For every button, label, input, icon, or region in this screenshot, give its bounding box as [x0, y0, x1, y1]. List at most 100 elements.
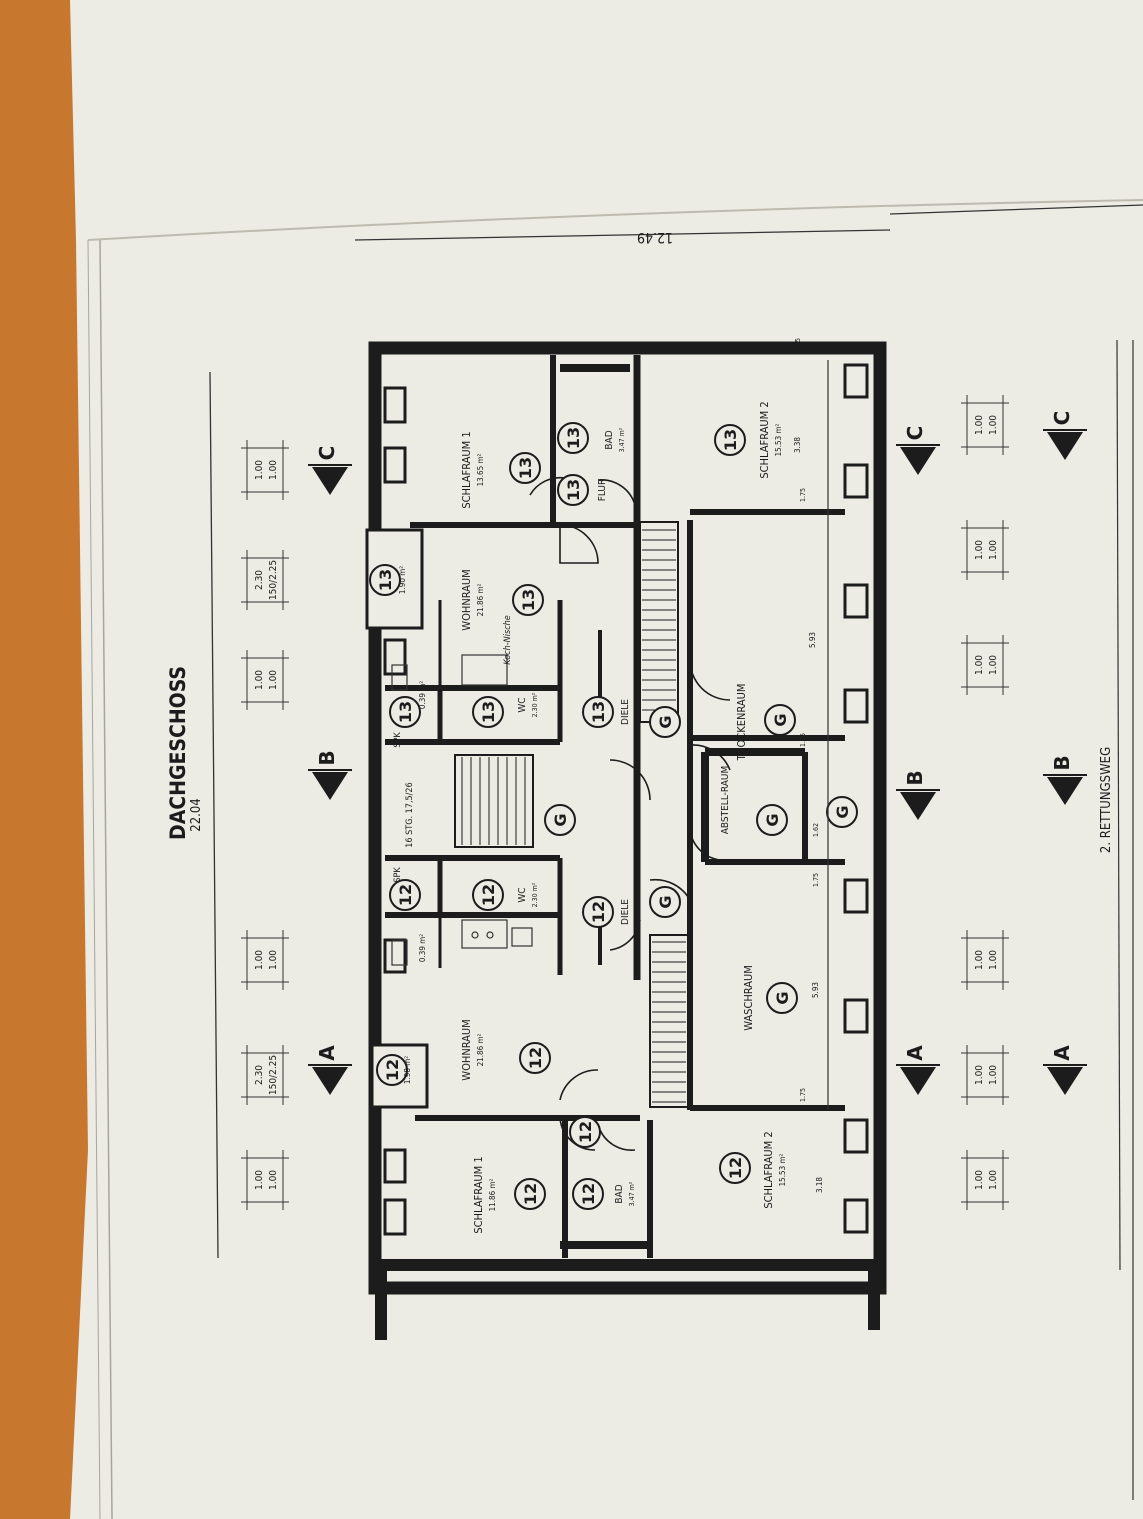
unit-marker: G — [764, 704, 796, 736]
svg-text:1.00: 1.00 — [974, 950, 985, 970]
unit-number: 12 — [526, 1047, 545, 1069]
svg-text:B: B — [1050, 755, 1074, 770]
room-name: ABSTELL-RAUM — [720, 766, 731, 834]
unit-marker: 12 — [376, 1054, 408, 1086]
unit-number: G — [763, 813, 782, 826]
unit-number: 12 — [479, 884, 498, 906]
svg-text:1.00: 1.00 — [254, 460, 265, 480]
room-name: DIELE — [620, 699, 631, 725]
svg-text:1.00: 1.00 — [268, 460, 279, 480]
unit-marker: G — [649, 886, 681, 918]
unit-number: G — [656, 715, 675, 728]
room-label: WASCHRAUM — [742, 965, 755, 1031]
unit-marker: 13 — [369, 564, 401, 596]
room-area: 1.90 m² — [398, 566, 407, 594]
unit-marker: 12 — [519, 1042, 551, 1074]
paper-border-left-2 — [87, 239, 101, 1519]
svg-text:1.00: 1.00 — [974, 540, 985, 560]
svg-text:1.00: 1.00 — [254, 950, 265, 970]
svg-text:A: A — [1050, 1045, 1074, 1061]
svg-text:1.00: 1.00 — [988, 1170, 999, 1190]
plan-title: DACHGESCHOSS — [166, 666, 190, 840]
room-name: WASCHRAUM — [742, 965, 755, 1031]
svg-text:1.00: 1.00 — [268, 950, 279, 970]
room-name: SCHLAFRAUM 2 — [762, 1131, 775, 1208]
section-marker: A — [1043, 1045, 1087, 1095]
unit-marker: 13 — [557, 474, 589, 506]
unit-marker: 12 — [514, 1178, 546, 1210]
unit-marker: 12 — [389, 879, 421, 911]
room-label: SPK — [393, 732, 403, 748]
unit-marker: 13 — [512, 584, 544, 616]
svg-text:1.00: 1.00 — [268, 670, 279, 690]
svg-text:A: A — [903, 1045, 927, 1061]
section-marker: C — [896, 426, 940, 475]
unit-marker: 12 — [719, 1152, 751, 1184]
unit-number: G — [771, 713, 790, 726]
svg-text:1.00: 1.00 — [254, 670, 265, 690]
unit-marker: G — [649, 706, 681, 738]
top-dim-line-2 — [889, 204, 1143, 215]
svg-text:1.00: 1.00 — [988, 1065, 999, 1085]
room-name: WOHNRAUM — [460, 1019, 473, 1080]
unit-number: G — [551, 813, 570, 826]
interior-dimension: 5.93 — [808, 632, 817, 648]
room-area: 15.53 m² — [774, 423, 783, 456]
room-area: 1.98 m² — [403, 1056, 412, 1084]
height-dimension: 3.65 — [794, 338, 802, 352]
unit-marker: 13 — [389, 696, 421, 728]
svg-text:C: C — [315, 446, 339, 461]
side-note: 2. RETTUNGSWEG — [1099, 747, 1114, 853]
unit-number: 13 — [564, 479, 583, 501]
overall-dim-line — [209, 371, 219, 1259]
section-marker: C — [1043, 411, 1087, 460]
room-label: FLUR — [597, 479, 608, 502]
svg-text:1.98 m²: 1.98 m² — [403, 1056, 412, 1084]
unit-number: 13 — [721, 429, 740, 451]
unit-number: 12 — [579, 1183, 598, 1205]
unit-number: 12 — [396, 884, 415, 906]
room-name: SCHLAFRAUM 1 — [460, 431, 473, 508]
unit-marker: 13 — [472, 696, 504, 728]
room-area: 2.30 m² — [531, 692, 539, 717]
svg-text:B: B — [903, 770, 927, 785]
unit-number: 12 — [576, 1121, 595, 1143]
room-label: DIELE — [620, 699, 631, 725]
room-name: WC — [517, 697, 528, 712]
outer-wall — [368, 341, 887, 1295]
unit-number: 13 — [519, 589, 538, 611]
room-area: 11.86 m² — [488, 1178, 497, 1211]
doors — [529, 476, 731, 1151]
svg-text:1.00: 1.00 — [974, 1065, 985, 1085]
unit-marker: G — [826, 796, 858, 828]
room-area: 3.47 m² — [618, 427, 626, 452]
svg-text:1.00: 1.00 — [974, 415, 985, 435]
svg-text:B: B — [315, 750, 339, 765]
svg-text:0.39 m²: 0.39 m² — [418, 934, 427, 962]
room-name: DIELE — [620, 899, 631, 925]
svg-text:Koch-Nische: Koch-Nische — [503, 615, 513, 665]
unit-number: 13 — [396, 701, 415, 723]
room-area: 3.47 m² — [628, 1181, 636, 1206]
svg-text:1.00: 1.00 — [988, 540, 999, 560]
room-name: SPK — [393, 867, 403, 883]
top-dim-line — [354, 229, 891, 241]
room-area: 21.86 m² — [476, 1033, 485, 1066]
